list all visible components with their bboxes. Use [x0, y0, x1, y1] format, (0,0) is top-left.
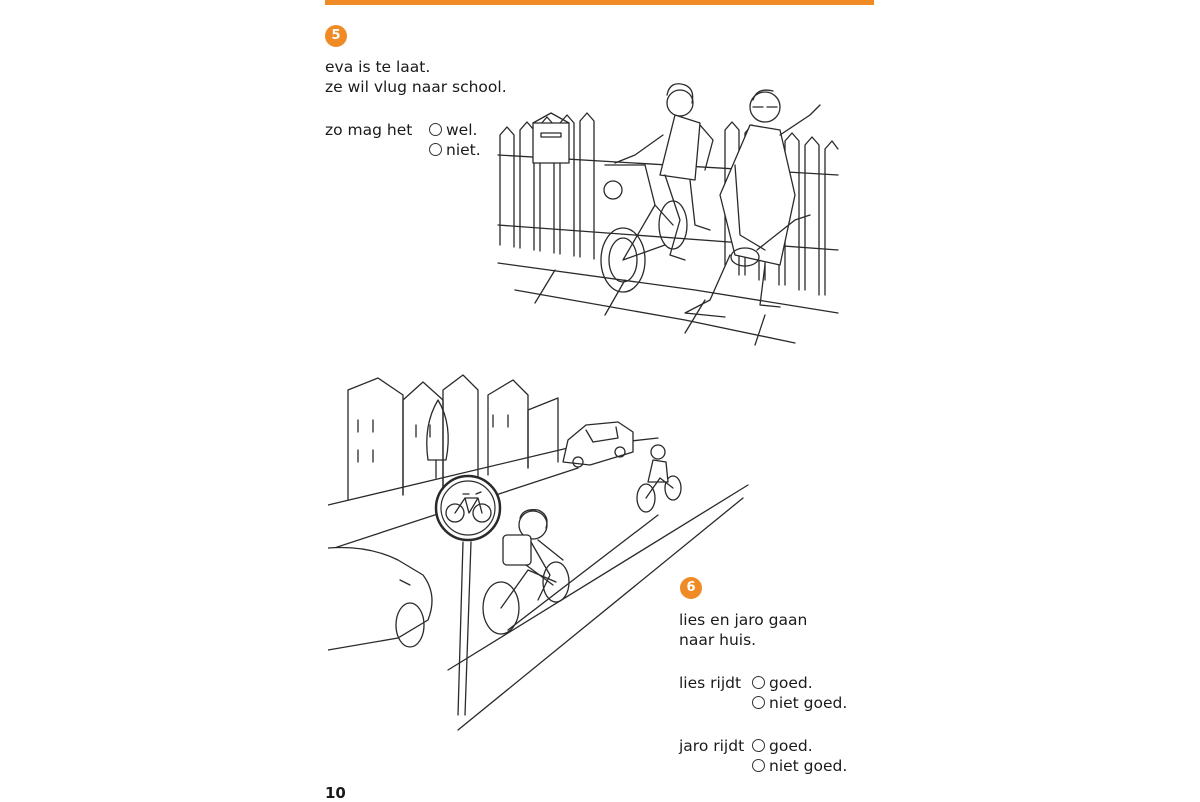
- exercise-6-badge: 6: [680, 577, 702, 599]
- girl-cyclist: [614, 83, 714, 261]
- exercise-5-badge: 5: [325, 25, 347, 47]
- exercise-5-option-niet[interactable]: niet.: [429, 140, 481, 160]
- exercise-5-line-1: eva is te laat.: [325, 58, 431, 76]
- bike-path-street-illustration: [328, 374, 749, 731]
- radio-circle-icon[interactable]: [429, 123, 442, 136]
- exercise-5-prompt: zo mag het: [325, 121, 413, 139]
- exercise-6-q1-option-goed[interactable]: goed.: [752, 673, 813, 693]
- exercise-6-line-1: lies en jaro gaan: [679, 611, 808, 629]
- startled-man: [684, 89, 821, 318]
- exercise-6-q1-prompt: lies rijdt: [679, 674, 742, 692]
- car-distant: [562, 421, 634, 468]
- page-number: 10: [325, 784, 346, 802]
- pavement: [497, 262, 839, 346]
- top-accent-rule: [325, 0, 874, 5]
- exercise-6-q2-option-niet-goed[interactable]: niet goed.: [752, 756, 847, 776]
- bicycle: [600, 164, 688, 293]
- background-houses: [347, 374, 559, 501]
- exercise-6-q2-option-goed[interactable]: goed.: [752, 736, 813, 756]
- radio-circle-icon[interactable]: [752, 759, 765, 772]
- mailbox: [532, 112, 570, 164]
- bike-path-sign: [434, 474, 502, 716]
- exercise-6-line-2: naar huis.: [679, 631, 757, 649]
- exercise-5-line-2: ze wil vlug naar school.: [325, 78, 507, 96]
- radio-circle-icon[interactable]: [752, 676, 765, 689]
- exercise-5-option-wel[interactable]: wel.: [429, 120, 477, 140]
- exercise-6-q2-prompt: jaro rijdt: [679, 737, 745, 755]
- exercise-6-q1-option-niet-goed[interactable]: niet goed.: [752, 693, 847, 713]
- radio-circle-icon[interactable]: [752, 739, 765, 752]
- sidewalk-cyclist-illustration: [497, 83, 839, 346]
- radio-circle-icon[interactable]: [429, 143, 442, 156]
- cyclist-near: [482, 509, 570, 635]
- radio-circle-icon[interactable]: [752, 696, 765, 709]
- cyclist-distant: [636, 444, 682, 513]
- car-parked: [328, 546, 433, 651]
